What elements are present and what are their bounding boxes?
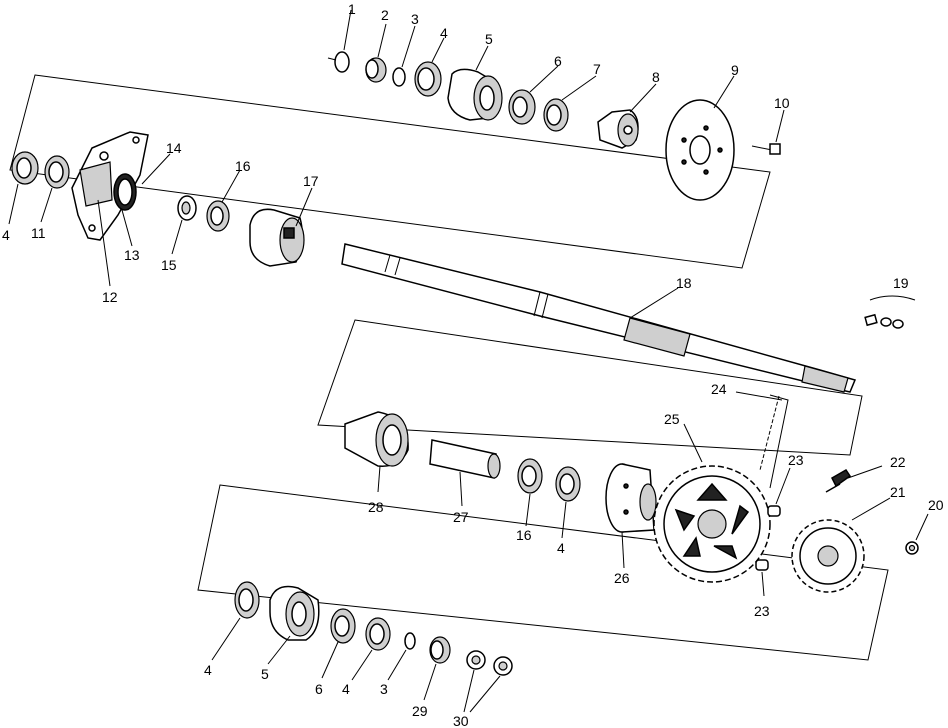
- callout-17: 17: [303, 173, 319, 189]
- callout-26: 26: [614, 570, 630, 586]
- callout-16-middle: 16: [516, 527, 532, 543]
- o-ring-part-13: [113, 173, 137, 211]
- bearing-part-4-left: [11, 151, 39, 185]
- callout-4-lower-right: 4: [342, 681, 350, 697]
- callout-20: 20: [928, 497, 944, 513]
- brake-disc-part-9: [665, 99, 735, 201]
- callout-29: 29: [412, 703, 428, 719]
- callout-27: 27: [453, 509, 469, 525]
- bearing-part-6-lower: [330, 608, 356, 644]
- callout-2: 2: [381, 7, 389, 23]
- bearing-part-16-top: [206, 200, 230, 232]
- rear-axle-part-18: [341, 243, 857, 393]
- callout-11: 11: [31, 225, 46, 241]
- callout-8: 8: [652, 69, 660, 85]
- bearing-part-4-lower-right: [365, 617, 391, 651]
- callout-21: 21: [890, 484, 906, 500]
- callout-9: 9: [731, 62, 739, 78]
- caliper-bracket-part-12: [71, 131, 149, 241]
- callout-1: 1: [348, 1, 356, 17]
- hub-part-8: [597, 109, 639, 149]
- bearing-part-4-lower-left: [234, 581, 260, 619]
- callout-24: 24: [711, 381, 727, 397]
- bearing-housing-part-5-lower: [269, 585, 320, 641]
- callout-3-top: 3: [411, 11, 419, 27]
- callout-7: 7: [593, 61, 601, 77]
- chain-link-part-22: [825, 469, 852, 493]
- bearing-carrier-part-17: [249, 208, 305, 267]
- bearing-part-4-top: [414, 61, 442, 97]
- leader-lines: [8, 9, 929, 713]
- o-ring-part-3-lower: [404, 632, 416, 650]
- callout-5-lower: 5: [261, 666, 269, 682]
- bearing-housing-part-28: [344, 411, 409, 467]
- o-ring-part-3: [392, 67, 406, 87]
- callout-30: 30: [453, 713, 469, 728]
- spacer-part-29: [429, 636, 451, 664]
- upper-assembly-outline: [9, 74, 771, 269]
- large-sprocket-part-25: [653, 465, 771, 583]
- master-link-part-19: [864, 295, 916, 329]
- callout-19: 19: [893, 275, 909, 291]
- callout-16-top: 16: [235, 158, 251, 174]
- sprocket-hub-part-26: [605, 463, 657, 533]
- callout-5-top: 5: [485, 31, 493, 47]
- spacer-part-2: [365, 57, 387, 83]
- callout-12: 12: [102, 289, 118, 305]
- callout-6-lower: 6: [315, 681, 323, 697]
- callout-28: 28: [368, 499, 384, 515]
- nut-part-20: [905, 541, 919, 555]
- bearing-housing-part-5-top: [447, 68, 503, 121]
- callout-10: 10: [774, 95, 790, 111]
- snap-ring-part-1: [327, 51, 350, 73]
- callout-14: 14: [166, 140, 182, 156]
- middle-assembly-outline: [317, 319, 863, 456]
- callout-22: 22: [890, 454, 906, 470]
- nuts-part-30: [466, 650, 513, 676]
- callout-23-top: 23: [788, 452, 804, 468]
- bolt-part-10: [751, 143, 781, 155]
- callout-4-lower-left: 4: [204, 662, 212, 678]
- bearing-part-4-middle: [555, 466, 581, 502]
- callout-23-bottom: 23: [754, 603, 770, 619]
- callout-15: 15: [161, 257, 177, 273]
- callout-4-top: 4: [440, 25, 448, 41]
- seal-part-11: [44, 155, 70, 189]
- dowel-part-23-bottom: [755, 559, 769, 571]
- drive-chain-part-24: [759, 394, 789, 489]
- callout-18: 18: [676, 275, 692, 291]
- seal-part-7: [543, 98, 569, 132]
- callout-4-left: 4: [2, 227, 10, 243]
- bearing-part-16-middle: [517, 458, 543, 494]
- washer-part-15: [177, 195, 197, 221]
- callout-6-top: 6: [554, 53, 562, 69]
- callout-3-lower: 3: [380, 681, 388, 697]
- small-sprocket-part-21: [791, 519, 865, 593]
- spacer-tube-part-27: [429, 439, 501, 479]
- callout-25: 25: [664, 411, 680, 427]
- callout-13: 13: [124, 247, 140, 263]
- dowel-part-23-top: [767, 505, 781, 517]
- callout-4-middle: 4: [557, 540, 565, 556]
- bearing-part-6-top: [508, 89, 536, 125]
